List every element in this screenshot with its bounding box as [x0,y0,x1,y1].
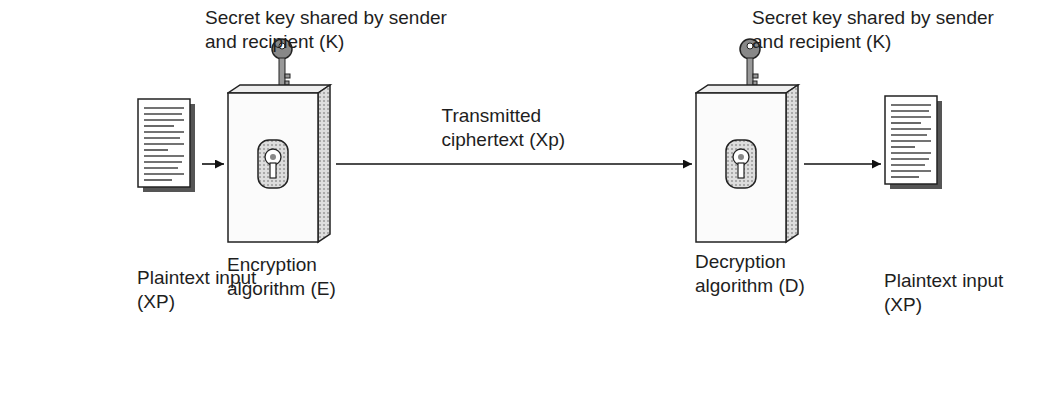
node-label: Plaintext input (XP) [884,269,1024,317]
arrow-connector [804,163,881,165]
key-label: Secret key shared by sender and recipien… [752,6,997,54]
node-label: Encryption algorithm (E) [227,253,367,301]
algorithm-node: Encryption algorithm (E) [227,84,367,301]
arrow-connector [202,163,224,165]
document-node: Plaintext input (XP) [884,95,1024,317]
arrow-connector [336,163,692,165]
algorithm-box [695,84,801,244]
algorithm-box [227,84,333,244]
algorithm-node: Decryption algorithm (D) [695,84,835,298]
document-icon [884,95,946,193]
edge-label: Transmitted ciphertext (Xp) [439,104,610,152]
key-label: Secret key shared by sender and recipien… [205,6,450,54]
node-label: Decryption algorithm (D) [695,250,835,298]
document-icon [137,98,199,196]
